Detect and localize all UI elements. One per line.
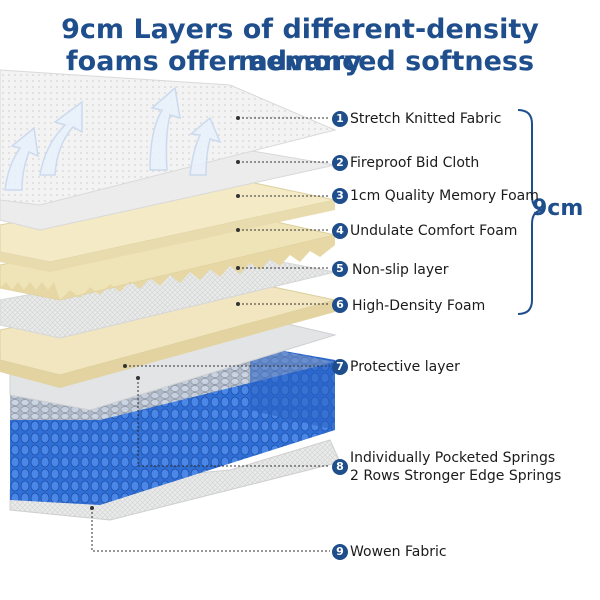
layer-2-number-badge: 2: [332, 155, 348, 171]
leader-lines: [91, 117, 330, 552]
layer-1-label: Stretch Knitted Fabric: [350, 111, 502, 127]
layer-7-label: Protective layer: [350, 359, 460, 375]
airflow-arrows: [4, 86, 222, 191]
layer-6-number-badge: 6: [332, 297, 348, 313]
layer-5-label: Non-slip layer: [352, 262, 449, 278]
layer-8-label: Individually Pocketed Springs: [350, 450, 556, 466]
layer-4-number-badge: 4: [332, 223, 348, 239]
leader-dots: [90, 116, 240, 510]
layer-3-label: 1cm Quality Memory Foam: [350, 188, 539, 204]
thickness-label: 9cm: [532, 196, 584, 221]
layer-4-label: Undulate Comfort Foam: [350, 223, 518, 239]
layer-5-number-badge: 5: [332, 261, 348, 277]
headline-line-1: 9cm Layers of different-density memory: [61, 14, 539, 77]
layer-9-label: Wowen Fabric: [350, 544, 447, 560]
thickness-brace: [517, 109, 545, 315]
layer-8-number-badge: 8: [332, 459, 348, 475]
layer-7-number-badge: 7: [332, 359, 348, 375]
headline-line-2: foams offer advanced softness: [65, 46, 535, 77]
layer-8-label-secondary: 2 Rows Stronger Edge Springs: [350, 468, 562, 484]
layer-6-label: High-Density Foam: [352, 298, 486, 314]
layer-1-number-badge: 1: [332, 111, 348, 127]
layer-2-label: Fireproof Bid Cloth: [350, 155, 480, 171]
layer-3-number-badge: 3: [332, 188, 348, 204]
layer-9-number-badge: 9: [332, 544, 348, 560]
